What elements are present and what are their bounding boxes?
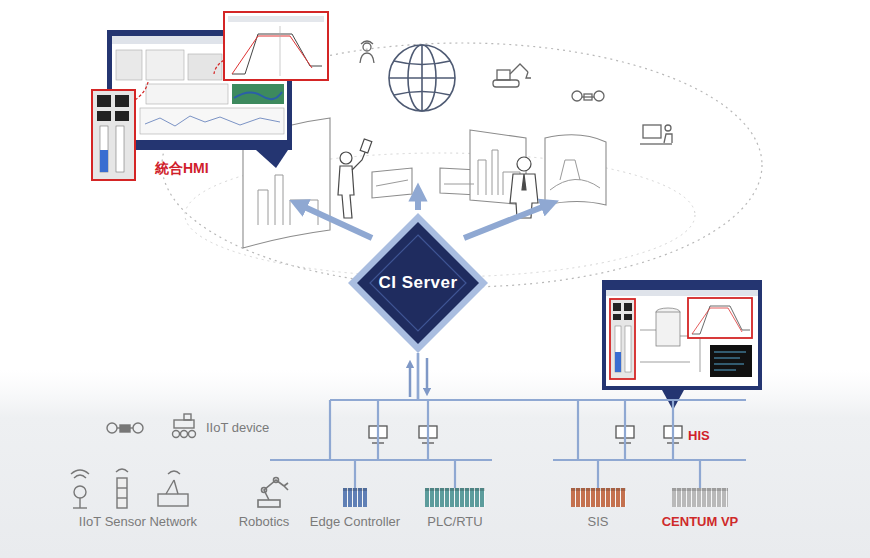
server-diamond: CI Server (348, 213, 488, 353)
network-bus (270, 400, 746, 460)
device-unit: PLC/RTU (425, 488, 485, 529)
drone-icon (572, 91, 604, 101)
device-label: PLC/RTU (425, 514, 485, 529)
drone-icon (107, 423, 143, 433)
orbit (162, 43, 762, 287)
device-unit: CENTUM VP (662, 488, 739, 529)
data-arrow (409, 364, 412, 397)
ground-band (0, 370, 870, 558)
data-arrow (426, 358, 429, 392)
device-label: CENTUM VP (662, 514, 739, 529)
plant-sketch (258, 150, 600, 225)
person-figure (338, 139, 372, 218)
device-label: IIoT device (206, 420, 269, 435)
network-connector (355, 353, 418, 488)
device-block (672, 488, 728, 507)
output-arrow (298, 204, 372, 238)
network-connector (418, 353, 625, 488)
server-name: CI Server (378, 273, 457, 293)
network-connector (418, 353, 700, 488)
device-unit: Edge Controller (310, 488, 400, 529)
worker-icon (360, 41, 374, 63)
robot-arm-icon (258, 478, 288, 508)
excavator-icon (493, 64, 531, 87)
terminal-label: HIS (688, 428, 710, 443)
device-block (571, 488, 626, 507)
screen-caption: 統合HMI (155, 160, 209, 178)
device-label: Robotics (239, 514, 290, 529)
device-label: SIS (571, 514, 626, 529)
device-block (425, 488, 485, 507)
globe (389, 45, 455, 111)
device-block (343, 488, 367, 507)
rover-icon (173, 414, 196, 438)
monitor-icon (369, 426, 682, 443)
device-label: IIoT Sensor Network (79, 514, 197, 529)
sensor-icon (71, 469, 188, 508)
network-connector (418, 353, 455, 488)
output-arrow (464, 204, 550, 238)
person-figure (510, 157, 538, 218)
desk-worker-icon (640, 125, 672, 144)
output-arrow (415, 192, 421, 210)
his-screen (602, 280, 762, 410)
device-label: Edge Controller (310, 514, 400, 529)
device-unit: SIS (571, 488, 626, 529)
hmi-screen (92, 12, 328, 180)
